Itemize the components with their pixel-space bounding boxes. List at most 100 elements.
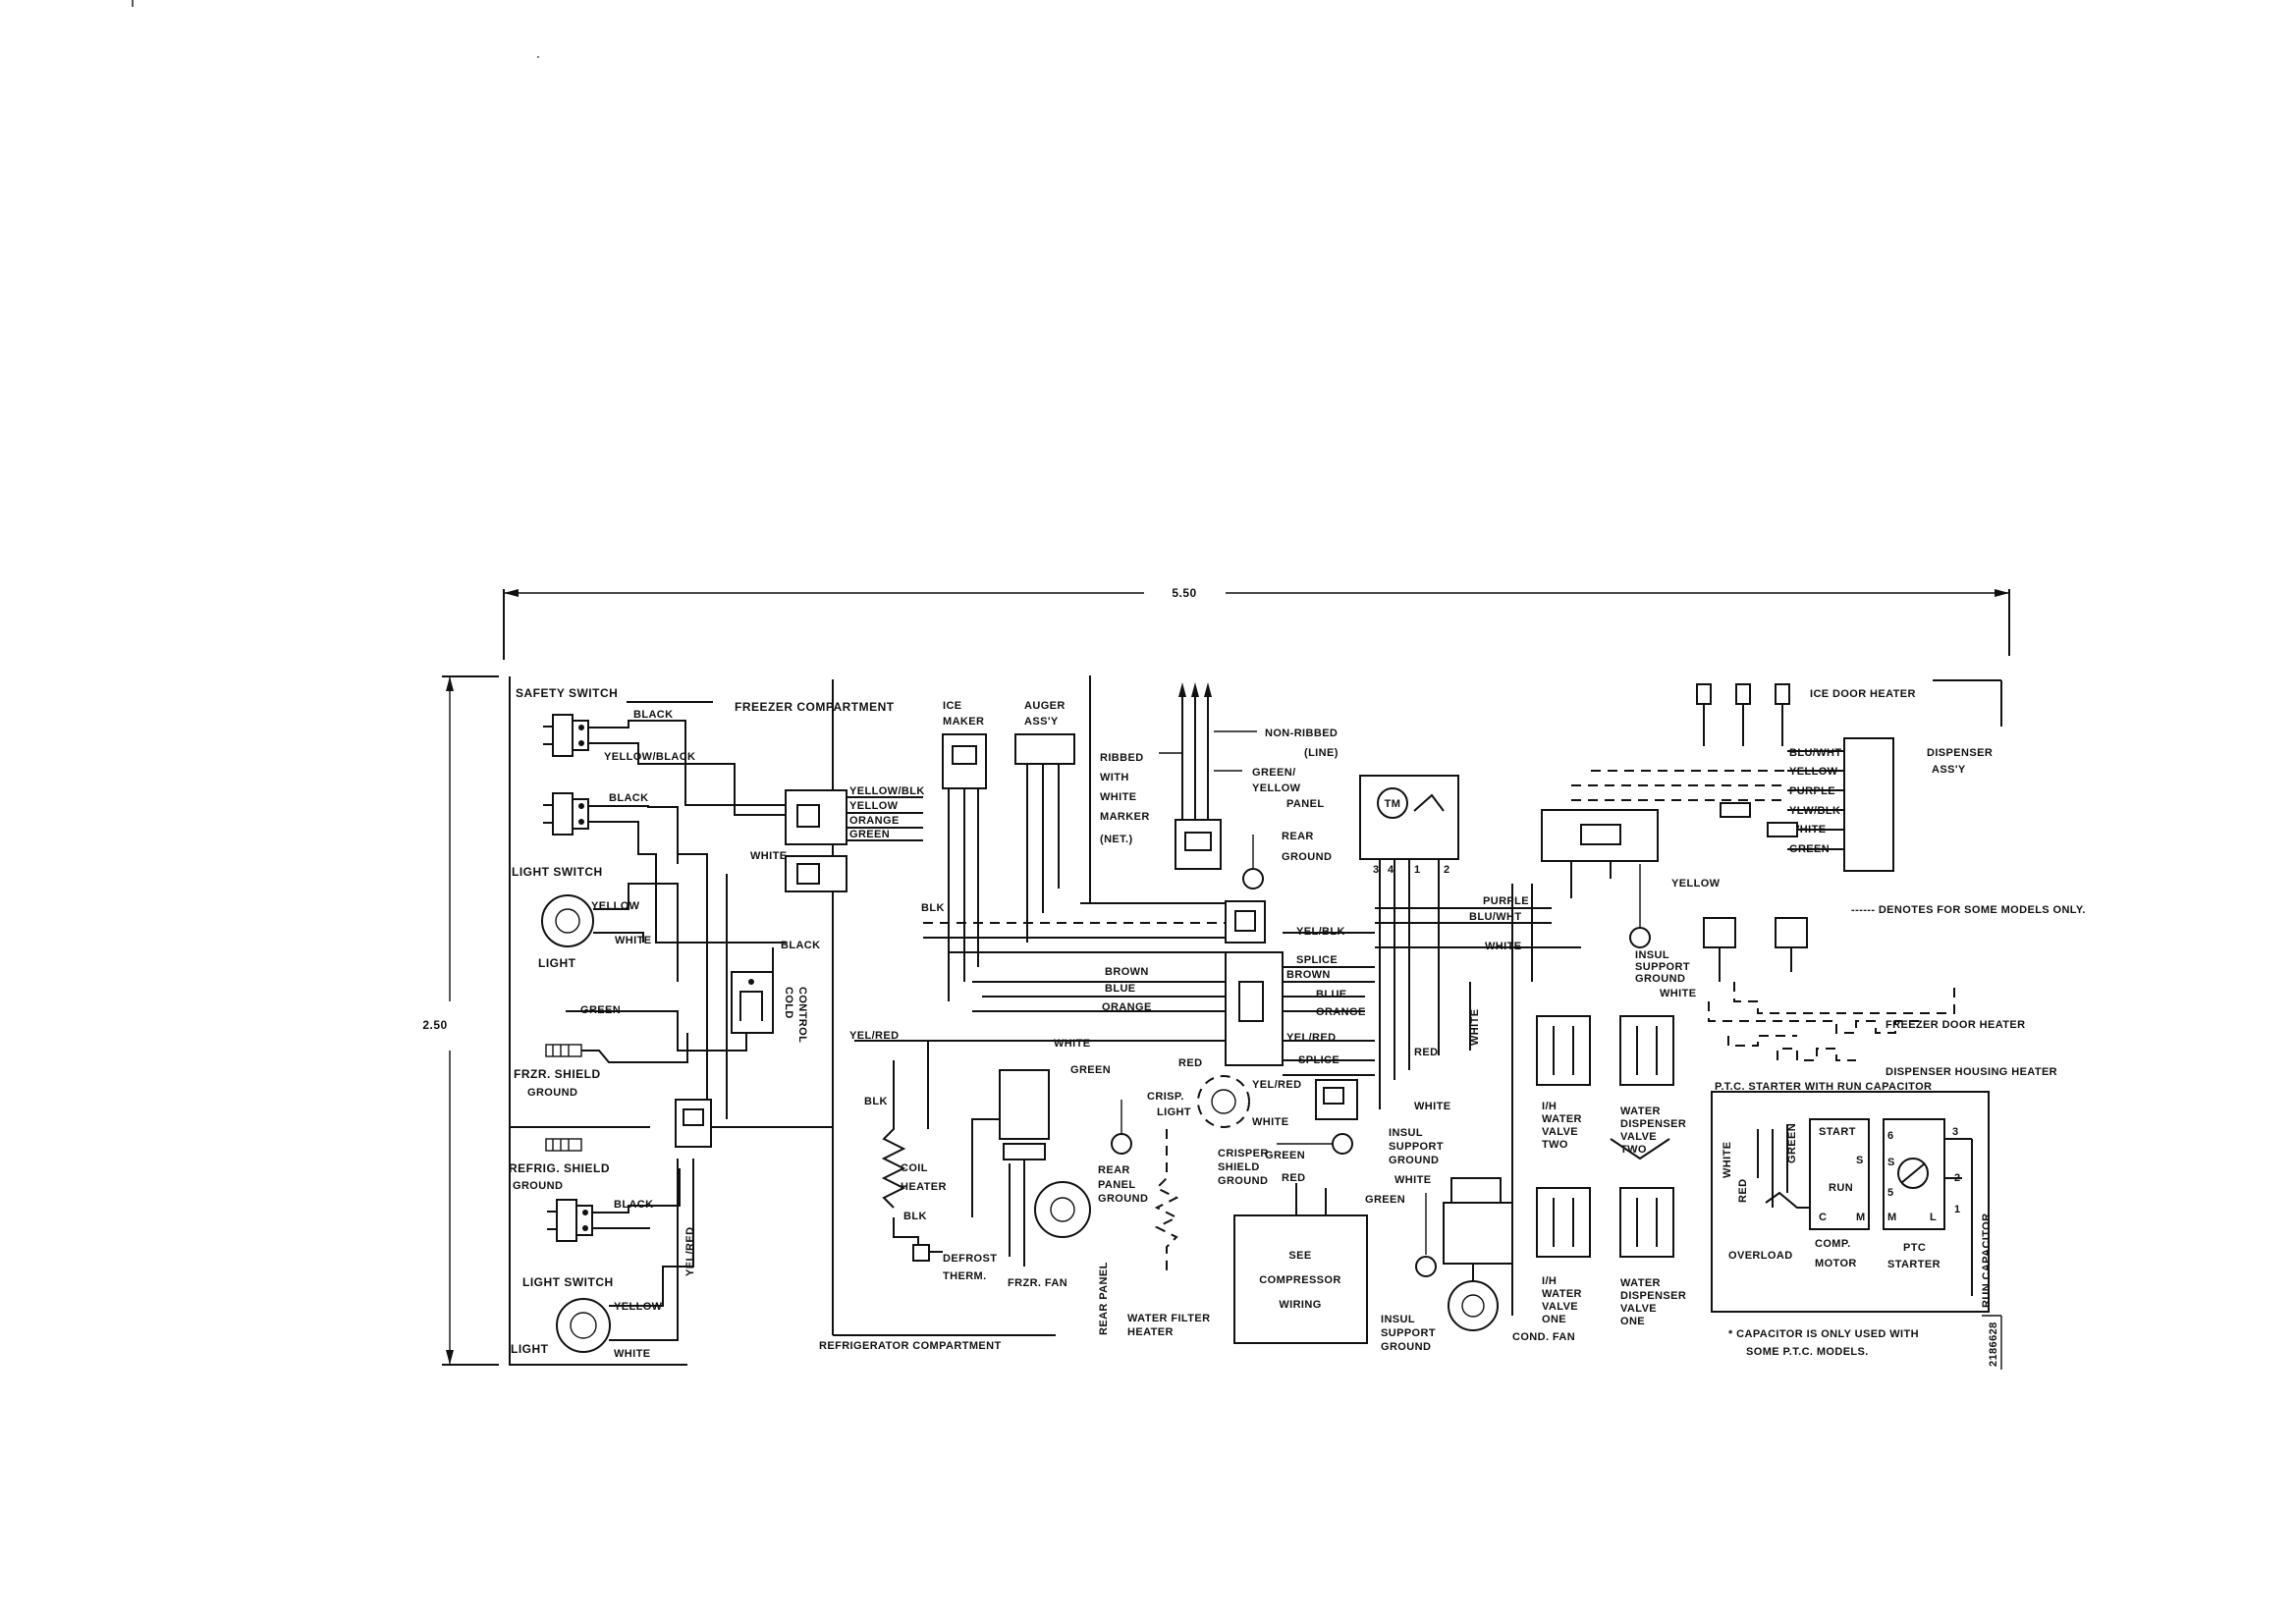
compressor-box bbox=[1233, 1183, 1368, 1344]
wd-valve-one-label-2: DISPENSER bbox=[1620, 1290, 1686, 1302]
ptc-terminal-5: 5 bbox=[1887, 1187, 1894, 1199]
ih-valve-two-label-1: I/H bbox=[1542, 1101, 1557, 1112]
auger-label-1: AUGER bbox=[1024, 700, 1066, 712]
dispenser-housing-heater-label: DISPENSER HOUSING HEATER bbox=[1886, 1066, 2057, 1078]
crisper-shield-label-3: GROUND bbox=[1218, 1175, 1268, 1187]
wire-label-blk-2: BLK bbox=[864, 1096, 888, 1107]
light-top-label: LIGHT bbox=[538, 956, 576, 970]
ptc-run-label: RUN bbox=[1829, 1182, 1853, 1194]
wire-label-white-fz: WHITE bbox=[750, 850, 787, 862]
wire-label-green-fz: GREEN bbox=[849, 829, 890, 840]
refrig-shield-ground-symbol bbox=[510, 1126, 650, 1152]
wire-label-black-1: BLACK bbox=[633, 709, 674, 721]
frzr-shield-ground-symbol bbox=[545, 1044, 582, 1057]
ih-valve-two-label-3: VALVE bbox=[1542, 1126, 1578, 1138]
ribbed-label-5: (NET.) bbox=[1100, 834, 1133, 845]
wire-label-white-crisp: WHITE bbox=[1252, 1116, 1288, 1128]
dispenser-assy bbox=[1571, 737, 1894, 872]
timer-terminal-3: 3 bbox=[1373, 864, 1380, 876]
ice-door-heater-plugs bbox=[1696, 683, 1790, 746]
auger-connector bbox=[1014, 733, 1075, 943]
light-switch-bottom-label: LIGHT SWITCH bbox=[522, 1275, 614, 1289]
crisp-light-label-2: LIGHT bbox=[1157, 1106, 1191, 1118]
auger-label-2: ASS'Y bbox=[1024, 716, 1059, 728]
dispenser-small-connectors bbox=[1703, 802, 1808, 982]
ice-maker-connector bbox=[942, 733, 987, 1001]
wire-label-black-cold: BLACK bbox=[781, 940, 821, 951]
ih-valve-one-label-4: ONE bbox=[1542, 1314, 1566, 1325]
wire-label-white-2: WHITE bbox=[614, 1348, 650, 1360]
refrig-shield-label: REFRIG. SHIELD bbox=[509, 1161, 610, 1175]
wd-valve-two-label-3: VALVE bbox=[1620, 1131, 1657, 1143]
wire-label-yellow-1: YELLOW bbox=[591, 900, 640, 912]
ih-valve-one-label-3: VALVE bbox=[1542, 1301, 1578, 1313]
light-switch-top-label: LIGHT SWITCH bbox=[512, 865, 603, 879]
wire-label-ylw-blk-d: YLW/BLK bbox=[1789, 805, 1840, 817]
wire-label-white-d: WHITE bbox=[1789, 824, 1826, 836]
wire-label-white-c: WHITE bbox=[1054, 1038, 1090, 1050]
dispenser-control-block bbox=[1541, 809, 1659, 898]
ptc-terminal-3: 3 bbox=[1952, 1126, 1959, 1138]
insul-support-ground-bottom-symbol bbox=[1415, 1193, 1437, 1277]
center-splice-block-top bbox=[1225, 900, 1266, 944]
crisper-light bbox=[1197, 1075, 1250, 1128]
wire-label-splice-2: SPLICE bbox=[1298, 1054, 1339, 1066]
ice-maker-label-1: ICE bbox=[943, 700, 962, 712]
water-dispenser-valve-one bbox=[1610, 1138, 1674, 1258]
wire-label-black-3: BLACK bbox=[614, 1199, 654, 1211]
defrost-therm-label-2: THERM. bbox=[943, 1270, 987, 1282]
refrigerator-compartment-label: REFRIGERATOR COMPARTMENT bbox=[819, 1340, 1002, 1352]
water-filter-heater-label-2: HEATER bbox=[1127, 1326, 1174, 1338]
ptc-starter-label-1: PTC bbox=[1903, 1242, 1926, 1254]
wire-label-yel-blk-c: YEL/BLK bbox=[1296, 926, 1345, 938]
wire-label-blu-wht: BLU/WHT bbox=[1469, 911, 1522, 923]
condenser-fan bbox=[1443, 1177, 1513, 1331]
ih-valve-two-label-4: TWO bbox=[1542, 1139, 1568, 1151]
left-harness-connector bbox=[675, 1099, 732, 1148]
crisp-light-label-1: CRISP. bbox=[1147, 1091, 1184, 1103]
wire-label-blk-1: BLK bbox=[921, 902, 945, 914]
wire-label-white-tm: WHITE bbox=[1414, 1101, 1450, 1112]
wire-label-yel-red-crisp: YEL/RED bbox=[1252, 1079, 1301, 1091]
ih-water-valve-two bbox=[1536, 1015, 1591, 1086]
insul-support-ground-mid-symbol bbox=[1277, 1133, 1353, 1155]
height-dimension-label: 2.50 bbox=[422, 1018, 447, 1032]
water-filter-heater bbox=[1154, 1129, 1179, 1276]
ptc-start-label: START bbox=[1819, 1126, 1856, 1138]
ptc-starter-panel bbox=[1711, 1091, 1990, 1313]
insul-bottom-label-1: INSUL bbox=[1381, 1314, 1415, 1325]
freezer-connector-upper bbox=[785, 789, 923, 845]
safety-switch bbox=[543, 714, 589, 757]
wire-label-green-d: GREEN bbox=[1789, 843, 1830, 855]
ih-water-valve-one bbox=[1536, 1187, 1591, 1258]
insul-bottom-label-2: SUPPORT bbox=[1381, 1327, 1436, 1339]
coil-heater bbox=[881, 1041, 1011, 1253]
insul-mid-label-3: GROUND bbox=[1389, 1155, 1439, 1166]
wire-label-yellow-d: YELLOW bbox=[1789, 766, 1838, 778]
see-compressor-label-3: WIRING bbox=[1279, 1299, 1321, 1311]
insul-bottom-label-3: GROUND bbox=[1381, 1341, 1431, 1353]
insul-top-label-2: SUPPORT bbox=[1635, 961, 1690, 973]
ice-door-heater-label: ICE DOOR HEATER bbox=[1810, 688, 1916, 700]
drawing-number: 2186628 bbox=[1988, 1321, 1999, 1367]
insul-support-ground-top-symbol bbox=[1629, 864, 1651, 948]
ptc-comp-motor-label-2: MOTOR bbox=[1815, 1258, 1857, 1269]
frzr-shield-ground-label: GROUND bbox=[527, 1087, 577, 1099]
freezer-door-heater bbox=[1708, 982, 1955, 1047]
rear-panel-label: REAR PANEL bbox=[1098, 1262, 1110, 1335]
wire-label-purple-d: PURPLE bbox=[1789, 785, 1835, 797]
coil-heater-label-1: COIL bbox=[901, 1162, 928, 1174]
coil-heater-label-2: HEATER bbox=[901, 1181, 947, 1193]
wire-label-black-2: BLACK bbox=[609, 792, 649, 804]
ptc-note-line-1: * CAPACITOR IS ONLY USED WITH bbox=[1728, 1328, 1919, 1340]
timer-terminal-2: 2 bbox=[1444, 864, 1450, 876]
rear-panel-ground-label-1: REAR bbox=[1098, 1164, 1130, 1176]
non-ribbed-label-2: (LINE) bbox=[1304, 747, 1339, 759]
wire-label-blk-3: BLK bbox=[903, 1211, 927, 1222]
ribbed-label-2: WITH bbox=[1100, 772, 1129, 783]
freezer-connector-lower bbox=[785, 855, 847, 892]
wire-label-green-1: GREEN bbox=[580, 1004, 621, 1016]
wire-label-red-tm: RED bbox=[1414, 1047, 1438, 1058]
ih-valve-one-label-2: WATER bbox=[1542, 1288, 1582, 1300]
wire-label-brown-2: BROWN bbox=[1286, 969, 1331, 981]
